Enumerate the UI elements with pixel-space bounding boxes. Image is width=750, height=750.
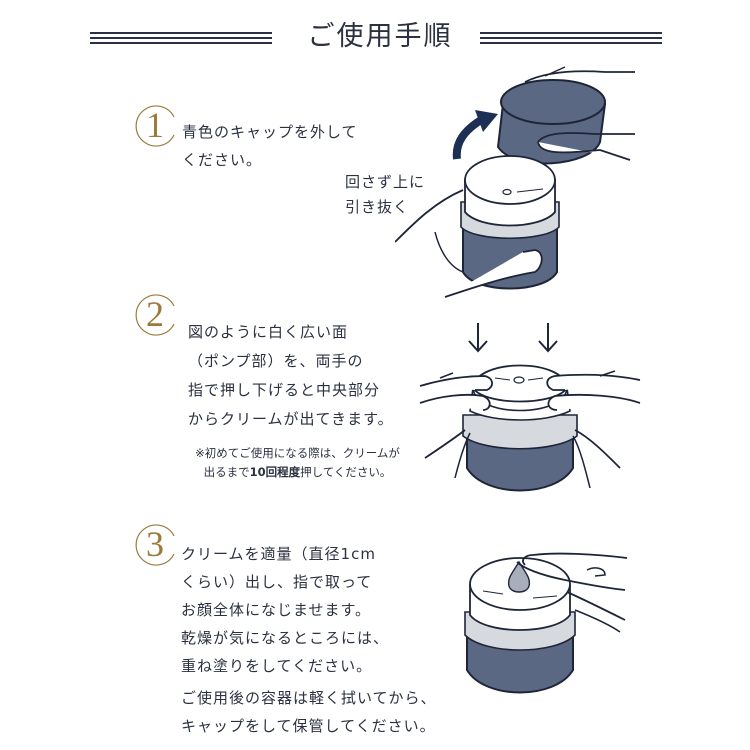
step-2-first-use-note: ※初めてご使用になる際は、クリームが 出るまで10回程度押してください。 bbox=[180, 444, 415, 482]
header-decorative-lines-left bbox=[90, 32, 272, 46]
step-2-line: （ポンプ部）を、両手の bbox=[188, 352, 364, 370]
note-line-2: 出るまで10回程度押してください。 bbox=[180, 463, 415, 482]
step-3-line: 重ね塗りをしてください。 bbox=[181, 657, 373, 675]
step-2-line: からクリームが出てきます。 bbox=[188, 410, 394, 428]
apply-cream-illustration bbox=[464, 552, 628, 694]
header-decorative-lines-right bbox=[480, 32, 662, 46]
storage-note-line: キャップをして保管してください。 bbox=[181, 717, 436, 735]
cream-jar-icon bbox=[462, 364, 578, 492]
step-1-number: 1 bbox=[146, 105, 164, 145]
blue-cap-icon bbox=[496, 79, 607, 165]
step-3-line: くらい）出し、指で取って bbox=[181, 573, 373, 591]
note-emphasis: 10回程度 bbox=[249, 465, 301, 479]
step-2-number-badge: 2 bbox=[134, 292, 180, 338]
storage-note-line: ご使用後の容器は軽く拭いてから、 bbox=[181, 689, 437, 707]
step-3-number-badge: 3 bbox=[134, 522, 180, 568]
step-2-line: 図のように白く広い面 bbox=[188, 323, 349, 341]
illustration-label-line: 引き抜く bbox=[345, 198, 410, 216]
remove-cap-illustration bbox=[395, 66, 635, 298]
step-3-number: 3 bbox=[146, 524, 164, 564]
step-2-instruction: 図のように白く広い面 （ポンプ部）を、両手の 指で押し下げると中央部分 からクリ… bbox=[188, 318, 394, 434]
step-3-line: 乾燥が気になるところには、 bbox=[181, 629, 390, 647]
step-3-line: クリームを適量（直径1cm bbox=[181, 545, 376, 563]
step-3-storage-note: ご使用後の容器は軽く拭いてから、 キャップをして保管してください。 bbox=[181, 684, 437, 740]
step-1-number-badge: 1 bbox=[134, 103, 180, 149]
step-1-line: 青色のキャップを外して bbox=[182, 123, 358, 141]
circle-arc-icon bbox=[135, 105, 175, 147]
step-2-number: 2 bbox=[146, 294, 164, 334]
step-3-line: お顔全体になじませます。 bbox=[181, 601, 372, 619]
step-1-line: ください。 bbox=[182, 151, 263, 169]
circle-arc-icon bbox=[135, 524, 175, 566]
cream-jar-icon bbox=[464, 557, 576, 694]
page-title: ご使用手順 bbox=[307, 21, 453, 52]
note-text: 押してください。 bbox=[300, 465, 392, 479]
press-pump-illustration bbox=[419, 323, 641, 492]
illustration-label-line: 回さず上に bbox=[345, 173, 426, 191]
note-text: 出るまで bbox=[203, 465, 250, 479]
cream-drop-icon bbox=[507, 560, 531, 593]
step-1-instruction: 青色のキャップを外して ください。 bbox=[182, 118, 358, 174]
page-header: ご使用手順 bbox=[0, 10, 750, 60]
step-1-illustration-label: 回さず上に 引き抜く bbox=[345, 170, 425, 220]
step-3-instruction: クリームを適量（直径1cm くらい）出し、指で取って お顔全体になじませます。 … bbox=[181, 540, 389, 680]
down-arrow-icon bbox=[538, 323, 558, 353]
down-arrow-icon bbox=[468, 323, 488, 353]
curved-up-arrow-icon bbox=[452, 116, 484, 160]
note-line-1: ※初めてご使用になる際は、クリームが bbox=[195, 446, 400, 460]
circle-arc-icon bbox=[135, 294, 175, 336]
step-2-line: 指で押し下げると中央部分 bbox=[188, 381, 381, 399]
